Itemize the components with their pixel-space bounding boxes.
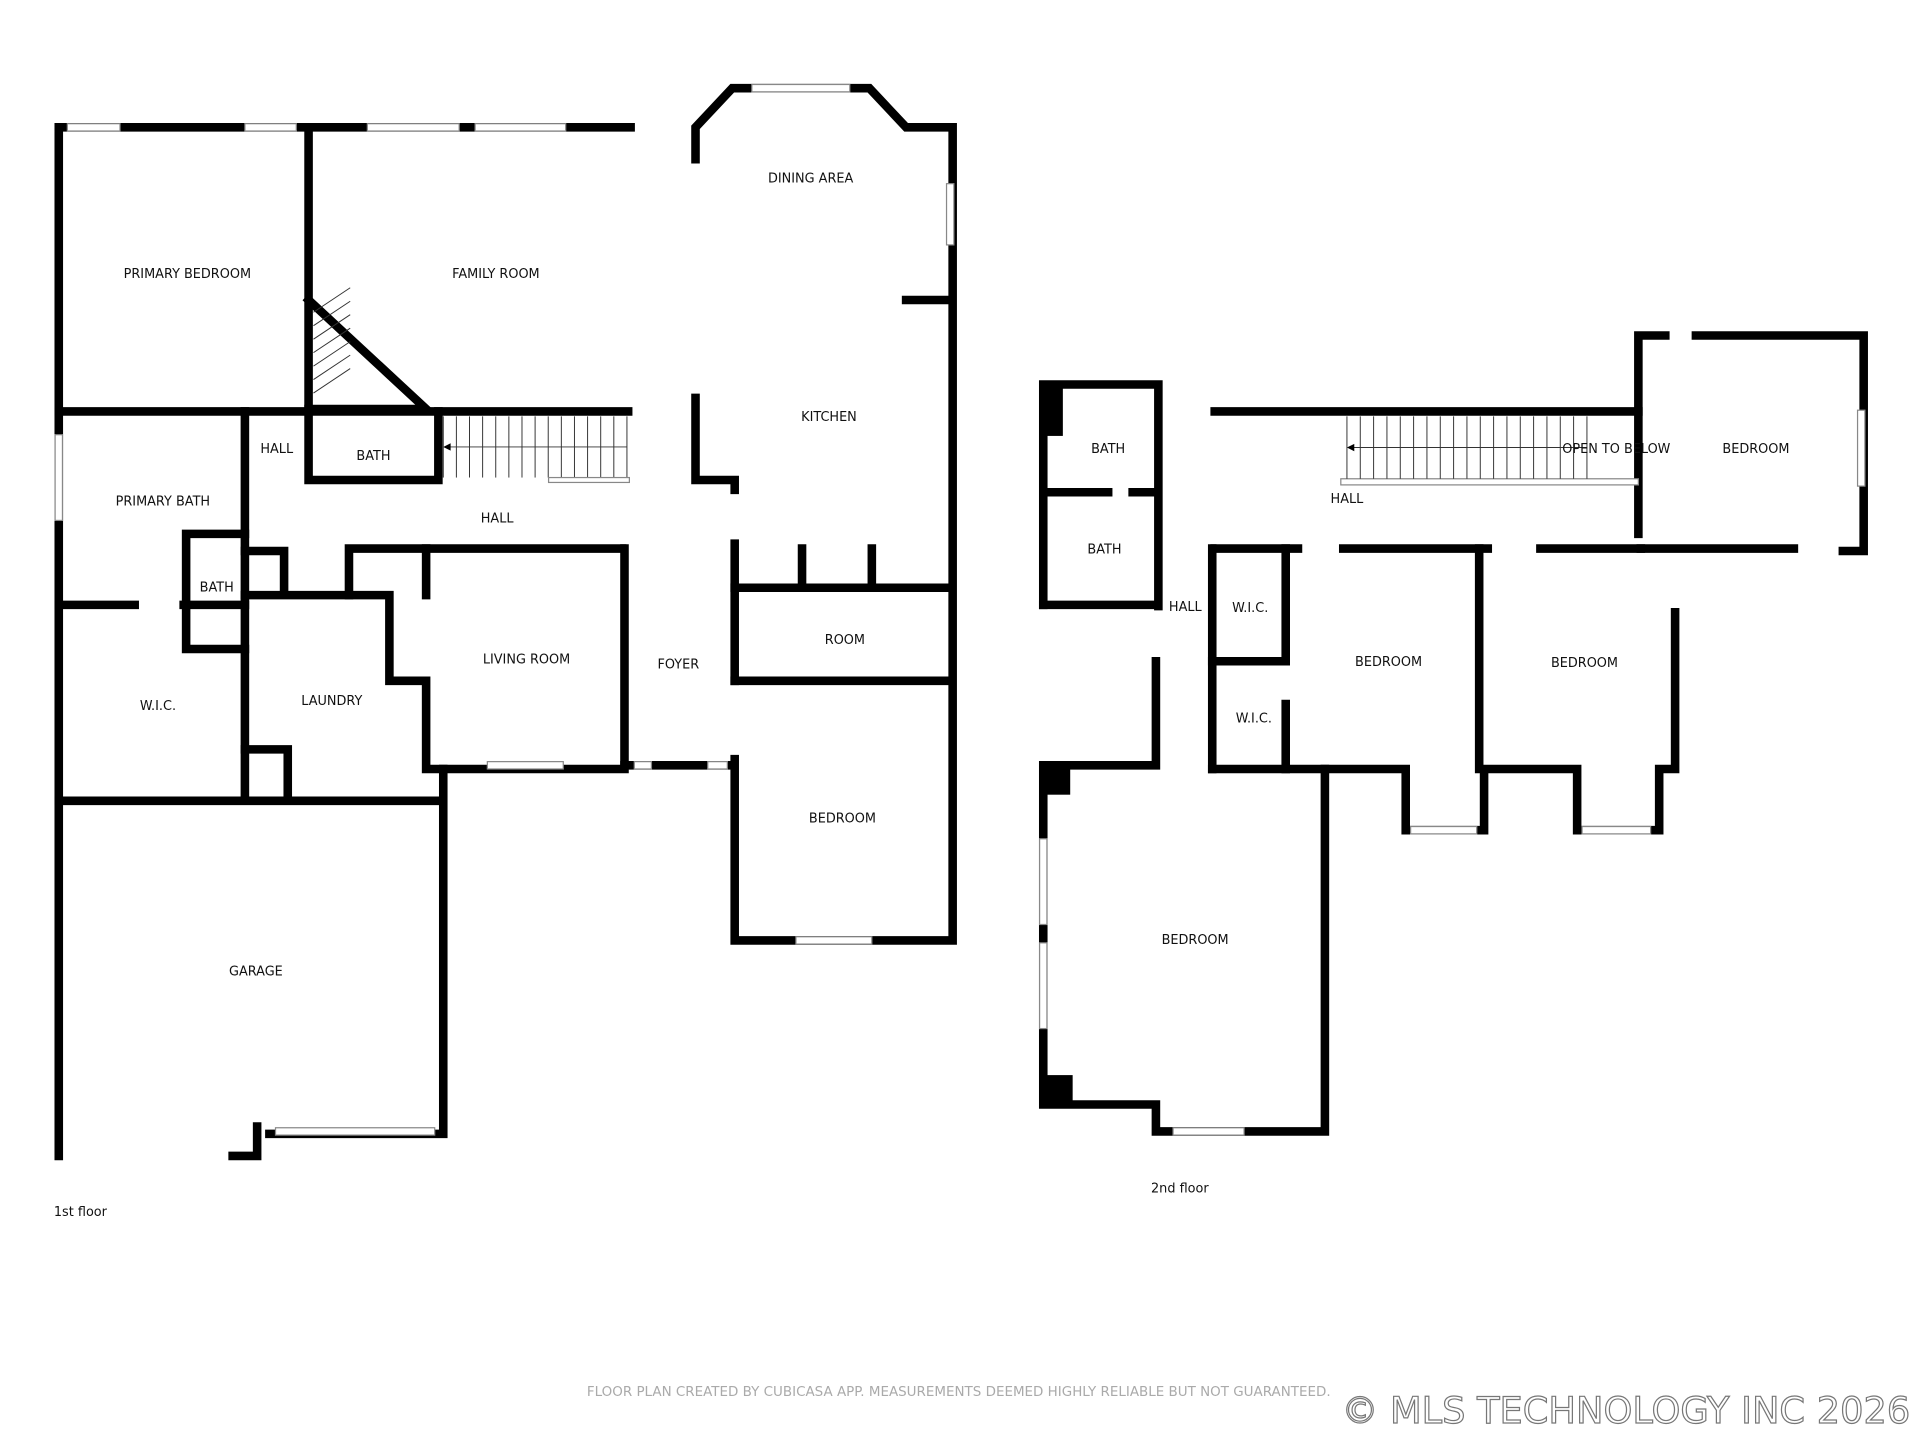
room-labels: PRIMARY BEDROOM FAMILY ROOM DINING AREA … <box>54 171 1790 1220</box>
watermark: © MLS TECHNOLOGY INC 2026 <box>1342 1389 1911 1432</box>
floor2-label: 2nd floor <box>1151 1182 1209 1197</box>
room-laundry: LAUNDRY <box>301 694 362 709</box>
arrowhead-icon <box>1346 443 1355 452</box>
room-hall: HALL <box>260 442 294 457</box>
stair-rail <box>547 476 630 484</box>
room-bath: BATH <box>1087 542 1121 557</box>
room-primary-bedroom: PRIMARY BEDROOM <box>124 267 251 282</box>
room-bath: BATH <box>1091 442 1125 457</box>
room-bedroom: BEDROOM <box>809 812 876 827</box>
room-wic: W.I.C. <box>1236 711 1272 726</box>
floor2-windows <box>1038 409 1866 1136</box>
open-to-below: OPEN TO BELOW <box>1562 442 1670 457</box>
stair-tread <box>313 300 351 327</box>
stair-tread <box>313 287 351 313</box>
room-bedroom: BEDROOM <box>1551 656 1618 671</box>
floor1-label: 1st floor <box>54 1205 108 1220</box>
room-primary-bath: PRIMARY BATH <box>116 495 210 510</box>
room-bedroom: BEDROOM <box>1162 933 1229 948</box>
room-bedroom: BEDROOM <box>1355 655 1422 670</box>
room-bedroom: BEDROOM <box>1722 442 1789 457</box>
room-family-room: FAMILY ROOM <box>452 267 539 282</box>
floor1-walls <box>54 83 957 1161</box>
stair-tread <box>313 327 351 354</box>
room-hall: HALL <box>1169 600 1203 615</box>
room-hall: HALL <box>1331 492 1365 507</box>
room-wic: W.I.C. <box>1232 601 1268 616</box>
arrowhead-icon <box>443 443 451 451</box>
room-foyer: FOYER <box>658 657 700 672</box>
floor1-windows <box>54 83 955 1136</box>
stair-tread <box>313 314 351 340</box>
floor2-stairs <box>1346 416 1588 479</box>
room-room: ROOM <box>825 633 865 648</box>
stair-tread <box>313 368 351 394</box>
floor2-walls <box>1038 331 1868 1136</box>
room-hall: HALL <box>481 512 515 527</box>
room-wic: W.I.C. <box>140 699 176 714</box>
room-kitchen: KITCHEN <box>801 410 857 425</box>
room-living-room: LIVING ROOM <box>483 653 570 668</box>
stair-tread <box>313 341 351 367</box>
disclaimer: FLOOR PLAN CREATED BY CUBICASA APP. MEAS… <box>587 1385 1331 1400</box>
room-bath: BATH <box>200 580 234 595</box>
room-bath: BATH <box>356 449 390 464</box>
stair-tread <box>313 354 351 380</box>
floor1-stairs <box>313 287 630 484</box>
room-garage: GARAGE <box>229 965 283 980</box>
room-dining-area: DINING AREA <box>768 171 854 186</box>
